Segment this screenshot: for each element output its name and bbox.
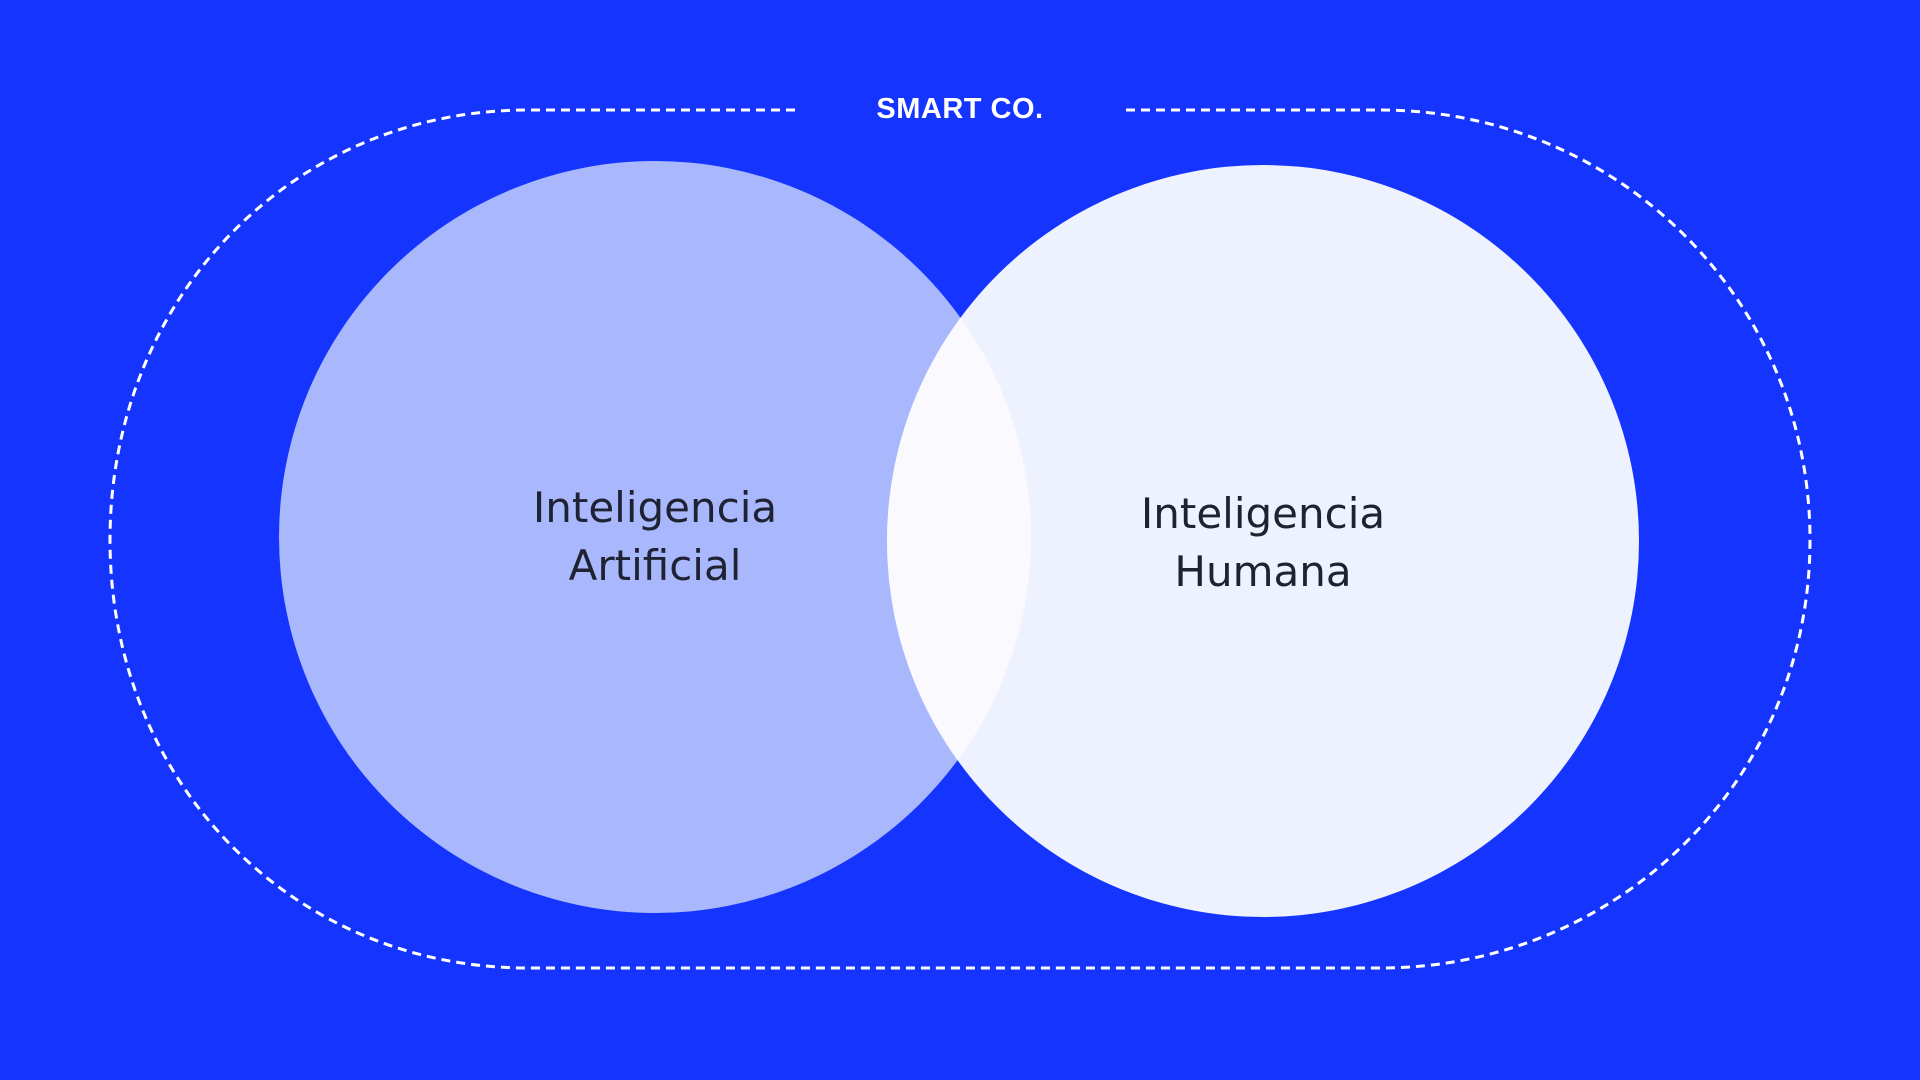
label-human-line1: Inteligencia	[1140, 489, 1386, 538]
label-artificial-intelligence: Inteligencia Artificial	[475, 479, 835, 595]
label-human-line2: Humana	[1174, 547, 1352, 596]
brand-label: SMART CO.	[876, 93, 1044, 125]
dashed-container-border	[108, 108, 1812, 970]
circle-human	[887, 165, 1639, 917]
label-artificial-line1: Inteligencia	[532, 483, 778, 532]
circle-artificial	[279, 161, 1031, 913]
label-human-intelligence: Inteligencia Humana	[1083, 485, 1443, 601]
label-artificial-line2: Artificial	[568, 541, 742, 590]
